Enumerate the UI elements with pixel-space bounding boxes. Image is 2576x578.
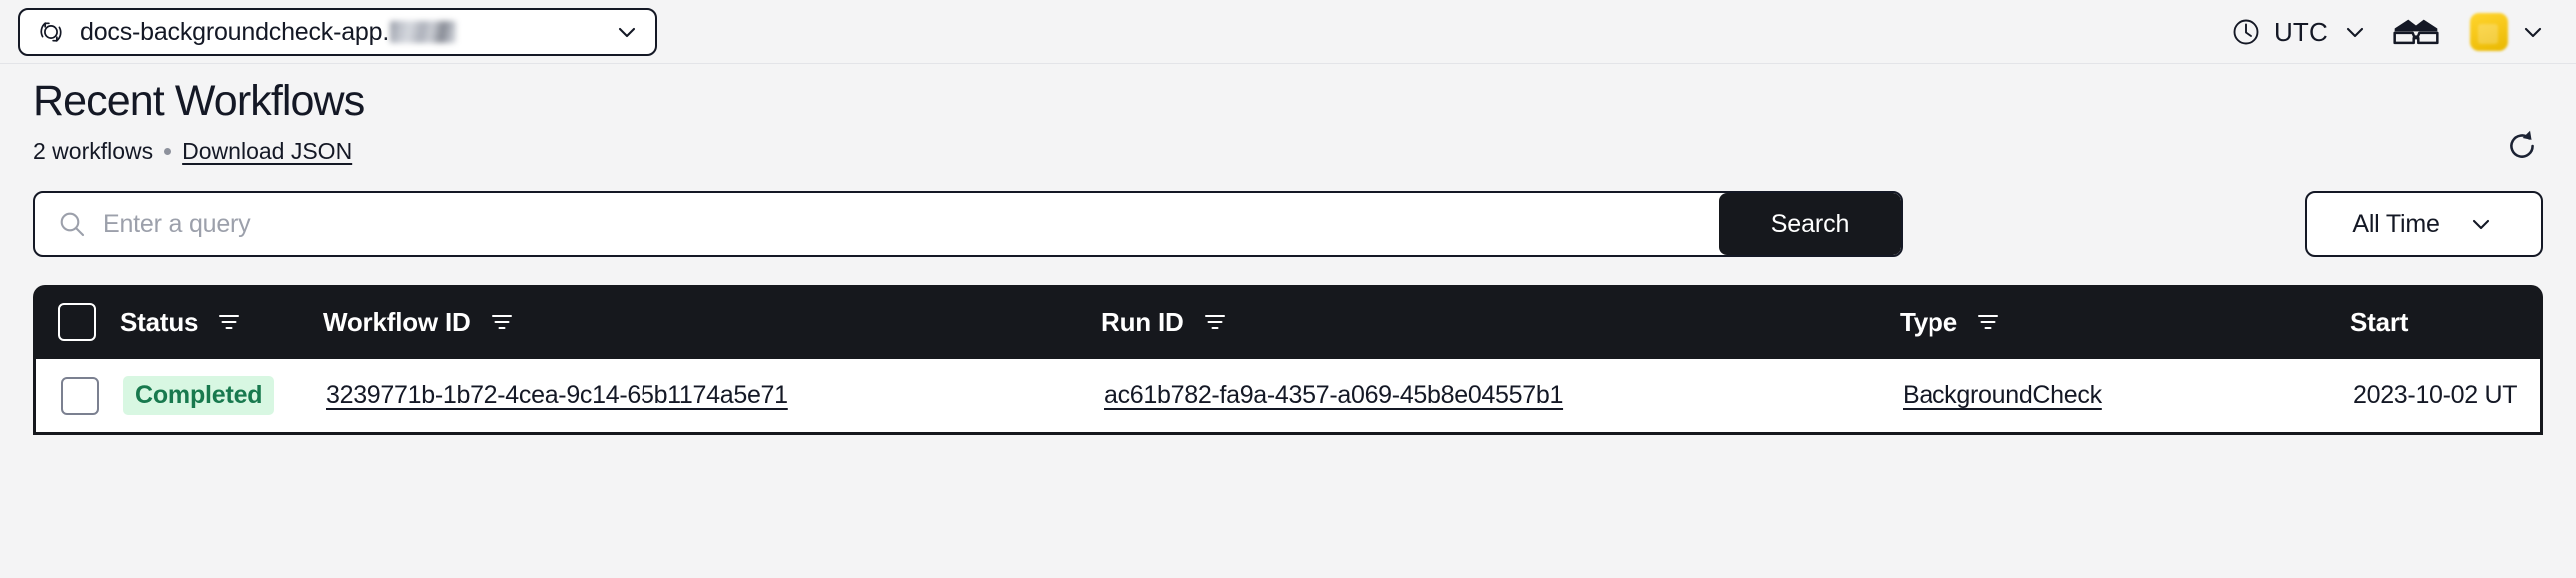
refresh-button[interactable] xyxy=(2495,119,2549,173)
start-time: 2023-10-02 UT xyxy=(2353,381,2518,409)
topbar-actions: UTC xyxy=(2220,0,2548,64)
chevron-down-icon xyxy=(2466,209,2496,239)
table-row[interactable]: Completed 3239771b-1b72-4cea-9c14-65b117… xyxy=(33,359,2543,435)
column-header-label: Run ID xyxy=(1101,306,1184,337)
column-header-label: Type xyxy=(1900,306,1957,337)
user-menu[interactable] xyxy=(2452,13,2548,51)
column-header-status[interactable]: Status xyxy=(120,307,323,338)
page-title: Recent Workflows xyxy=(33,77,365,125)
redacted-namespace-suffix xyxy=(390,20,457,43)
avatar xyxy=(2470,13,2508,51)
glasses-icon-button[interactable] xyxy=(2380,8,2452,56)
filter-icon[interactable] xyxy=(216,309,242,335)
timezone-label: UTC xyxy=(2273,16,2328,47)
chevron-down-icon[interactable] xyxy=(2518,17,2548,47)
run-id-link[interactable]: ac61b782-fa9a-4357-a069-45b8e04557b1 xyxy=(1104,381,1564,409)
timezone-selector[interactable]: UTC xyxy=(2220,10,2380,54)
workflow-count: 2 workflows xyxy=(33,138,154,164)
column-header-type[interactable]: Type xyxy=(1900,307,2350,338)
search-bar: Search xyxy=(33,191,1903,257)
select-all-checkbox[interactable] xyxy=(57,303,96,341)
page-subline: 2 workflows Download JSON xyxy=(33,138,2543,165)
search-button[interactable]: Search xyxy=(1719,193,1901,255)
column-header-label: Start xyxy=(2350,306,2409,337)
column-header-label: Status xyxy=(120,306,199,337)
search-icon xyxy=(57,209,87,239)
column-header-workflow-id[interactable]: Workflow ID xyxy=(323,307,1101,338)
select-all-cell xyxy=(33,303,120,341)
cell-type: BackgroundCheck xyxy=(1903,381,2353,410)
column-header-label: Workflow ID xyxy=(323,306,471,337)
workflow-type-link[interactable]: BackgroundCheck xyxy=(1903,381,2102,409)
column-header-run-id[interactable]: Run ID xyxy=(1101,307,1900,338)
temporal-namespace-icon xyxy=(36,17,66,47)
separator-dot xyxy=(164,148,172,155)
download-json-link[interactable]: Download JSON xyxy=(182,138,353,164)
filter-icon[interactable] xyxy=(489,309,515,335)
chevron-down-icon[interactable] xyxy=(612,17,642,47)
glasses-icon xyxy=(2393,16,2439,48)
namespace-label: docs-backgroundcheck-app. xyxy=(80,18,457,47)
top-navigation-bar: docs-backgroundcheck-app. UTC xyxy=(0,0,2576,64)
cell-start: 2023-10-02 UT xyxy=(2353,381,2540,410)
time-range-select[interactable]: All Time xyxy=(2305,191,2543,257)
workflow-id-link[interactable]: 3239771b-1b72-4cea-9c14-65b1174a5e71 xyxy=(326,381,788,409)
cell-workflow-id: 3239771b-1b72-4cea-9c14-65b1174a5e71 xyxy=(326,381,1104,410)
page-content: Recent Workflows 2 workflows Download JS… xyxy=(0,77,2576,435)
status-badge: Completed xyxy=(123,376,275,415)
search-field[interactable] xyxy=(35,193,1719,255)
row-select-cell xyxy=(36,376,123,415)
chevron-down-icon[interactable] xyxy=(2340,17,2370,47)
workflows-table: Status Workflow ID Run ID xyxy=(33,285,2543,435)
row-checkbox[interactable] xyxy=(60,376,99,415)
time-range-label: All Time xyxy=(2352,209,2440,238)
table-header-row: Status Workflow ID Run ID xyxy=(33,285,2543,359)
column-header-start[interactable]: Start xyxy=(2350,307,2543,338)
refresh-icon xyxy=(2504,128,2540,164)
search-row: Search All Time xyxy=(33,191,2543,257)
namespace-selector[interactable]: docs-backgroundcheck-app. xyxy=(18,8,657,56)
search-input[interactable] xyxy=(103,209,1719,239)
filter-icon[interactable] xyxy=(1975,309,2001,335)
cell-status: Completed xyxy=(123,376,326,415)
filter-icon[interactable] xyxy=(1202,309,1228,335)
clock-icon xyxy=(2230,16,2262,48)
cell-run-id: ac61b782-fa9a-4357-a069-45b8e04557b1 xyxy=(1104,381,1903,410)
